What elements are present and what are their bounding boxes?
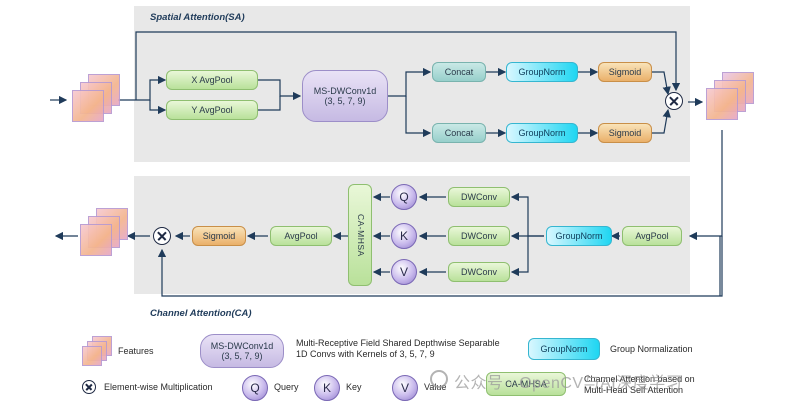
legend-query-icon: Q — [242, 375, 268, 401]
groupnorm-box-bottom: GroupNorm — [506, 123, 578, 143]
legend-query-desc: Query — [274, 382, 299, 392]
legend-ms-label: MS-DWConv1d — [210, 340, 274, 351]
legend-ms-desc-line2: 1D Convs with Kernels of 3, 5, 7, 9 — [296, 348, 435, 359]
query-q-icon: Q — [391, 184, 417, 210]
legend-mhsa-desc: Channel Attention based on Multi-Head Se… — [584, 374, 695, 396]
sigmoid-box-top: Sigmoid — [598, 62, 652, 82]
legend-ms-desc-line1: Multi-Receptive Field Shared Depthwise S… — [296, 338, 500, 348]
y-avgpool-box: Y AvgPool — [166, 100, 258, 120]
legend-groupnorm-desc: Group Normalization — [610, 344, 693, 354]
key-k-icon: K — [391, 223, 417, 249]
ca-mhsa-box: CA-MHSA — [348, 184, 372, 286]
legend-multiply-icon — [82, 380, 96, 394]
ms-dwconv1d-box: MS-DWConv1d (3, 5, 7, 9) — [302, 70, 388, 122]
watermark-logo-icon — [430, 370, 448, 388]
concat-box-top: Concat — [432, 62, 486, 82]
ca-mhsa-label: CA-MHSA — [355, 213, 366, 257]
ca-multiply-icon — [153, 227, 171, 245]
groupnorm-box-top: GroupNorm — [506, 62, 578, 82]
ca-avgpool-box: AvgPool — [622, 226, 682, 246]
legend-mhsa-desc-line1: Channel Attention based on — [584, 374, 695, 384]
ca-sigmoid-box: Sigmoid — [192, 226, 246, 246]
sa-title: Spatial Attention(SA) — [150, 12, 245, 23]
legend-value-icon: V — [392, 375, 418, 401]
legend-mult-desc: Element-wise Multiplication — [104, 382, 213, 392]
legend-ms-desc: Multi-Receptive Field Shared Depthwise S… — [296, 338, 500, 360]
ca-avgpool-box-2: AvgPool — [270, 226, 332, 246]
legend-ms-kernels: (3, 5, 7, 9) — [221, 351, 263, 361]
legend-ms-dwconv1d-box: MS-DWConv1d (3, 5, 7, 9) — [200, 334, 284, 368]
sa-multiply-icon — [665, 92, 683, 110]
legend-key-icon: K — [314, 375, 340, 401]
x-avgpool-box: X AvgPool — [166, 70, 258, 90]
value-v-icon: V — [391, 259, 417, 285]
watermark-text: 公众号 · OpenCV与AI深度学习 — [454, 375, 683, 392]
legend-groupnorm-box: GroupNorm — [528, 338, 600, 360]
dwconv-box-q: DWConv — [448, 187, 510, 207]
legend-key-desc: Key — [346, 382, 362, 392]
dwconv-box-k: DWConv — [448, 226, 510, 246]
sigmoid-box-bottom: Sigmoid — [598, 123, 652, 143]
ca-groupnorm-box: GroupNorm — [546, 226, 612, 246]
ms-dwconv1d-kernels: (3, 5, 7, 9) — [324, 96, 366, 106]
ca-title: Channel Attention(CA) — [150, 308, 252, 319]
ms-dwconv1d-label: MS-DWConv1d — [313, 85, 377, 96]
legend-features-label: Features — [118, 346, 154, 356]
concat-box-bottom: Concat — [432, 123, 486, 143]
dwconv-box-v: DWConv — [448, 262, 510, 282]
legend-ca-mhsa-box: CA-MHSA — [486, 372, 566, 396]
legend-mhsa-desc-line2: Multi-Head Self Attention — [584, 384, 684, 395]
